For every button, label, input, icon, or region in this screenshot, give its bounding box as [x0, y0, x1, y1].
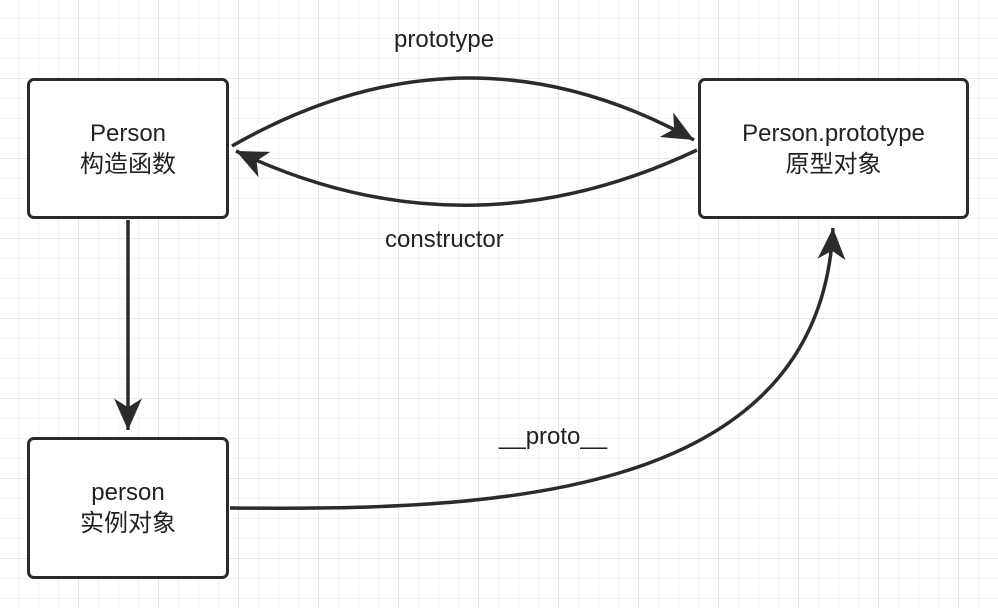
- constructor-function-node: Person 构造函数: [27, 78, 229, 219]
- prototype-object-node: Person.prototype 原型对象: [698, 78, 969, 219]
- instance-node-name: person: [91, 479, 165, 506]
- prototype-node-name: Person.prototype: [742, 119, 925, 147]
- instance-node-desc: 实例对象: [80, 510, 176, 537]
- constructor-node-name: Person: [89, 119, 167, 147]
- edge-constructor-arrow: [235, 148, 698, 207]
- prototype-edge-label: prototype: [394, 26, 495, 53]
- prototype-node-desc: 原型对象: [785, 150, 882, 178]
- edge-proto-arrow: [229, 227, 846, 510]
- instance-object-node: person 实例对象: [27, 437, 229, 579]
- edge-prototype-arrow: [231, 76, 695, 148]
- proto-edge-label: __proto__: [499, 423, 608, 450]
- constructor-node-desc: 构造函数: [80, 150, 176, 178]
- constructor-edge-label: constructor: [385, 226, 504, 253]
